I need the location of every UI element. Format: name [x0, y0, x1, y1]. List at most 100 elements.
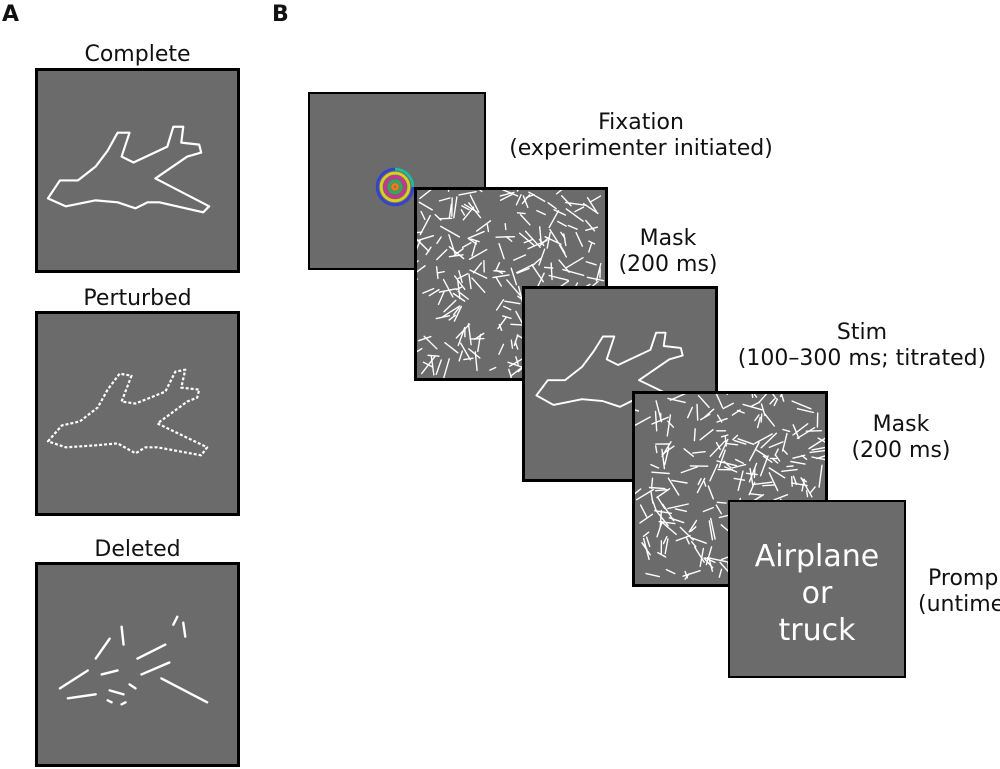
mask-noise-segment — [422, 361, 434, 368]
mask-noise-segment — [818, 464, 823, 488]
mask-noise-segment — [801, 454, 808, 461]
mask-noise-segment — [749, 492, 764, 496]
mask-noise-segment — [565, 256, 584, 269]
mask-noise-segment — [724, 435, 728, 447]
mask-noise-segment — [498, 323, 503, 332]
mask-noise-segment — [455, 285, 464, 291]
fixation-title: Fixation — [598, 110, 684, 135]
mask-noise-segment — [515, 263, 536, 274]
mask-noise-segment — [499, 191, 515, 197]
mask-noise-segment — [742, 403, 763, 411]
mask-noise-segment — [693, 428, 696, 442]
stim-label: Stim (100–300 ms; titrated) — [724, 320, 1000, 372]
mask-noise-segment — [687, 406, 693, 419]
mask-noise-segment — [428, 288, 440, 297]
mask-noise-segment — [805, 430, 823, 432]
mask-noise-segment — [715, 504, 723, 515]
spiral-fixation-icon — [375, 167, 415, 207]
mask-noise-segment — [417, 335, 432, 342]
mask-noise-segment — [781, 432, 788, 452]
mask-noise-segment — [708, 520, 714, 541]
mask-noise-segment — [468, 348, 481, 359]
mask-noise-segment — [588, 243, 593, 253]
mask-noise-segment — [469, 269, 488, 279]
mask-noise-segment — [438, 288, 457, 293]
airplane-complete-outline — [46, 125, 211, 214]
mask-noise-segment — [504, 222, 507, 231]
mask-noise-segment — [582, 202, 599, 215]
mask-noise-segment — [565, 208, 584, 222]
mask-noise-segment — [773, 398, 779, 407]
mask-noise-segment — [723, 466, 738, 473]
mask-noise-segment — [501, 190, 519, 197]
mask-1-title: Mask — [639, 226, 697, 251]
mask-noise-segment — [749, 401, 761, 408]
mask-noise-segment — [805, 489, 809, 498]
perturbed-label: Perturbed — [83, 286, 192, 311]
mask-noise-segment — [697, 395, 710, 409]
mask-noise-segment — [452, 306, 460, 316]
mask-noise-segment — [495, 262, 501, 272]
mask-noise-segment — [489, 366, 497, 371]
mask-noise-segment — [549, 228, 559, 244]
mask-noise-segment — [513, 254, 527, 261]
mask-noise-segment — [574, 206, 585, 213]
mask-noise-segment — [471, 277, 486, 294]
mask-noise-segment — [515, 356, 519, 366]
mask-noise-segment — [650, 490, 654, 504]
mask-noise-segment — [419, 190, 432, 200]
mask-noise-segment — [467, 323, 472, 346]
mask-noise-segment — [733, 439, 747, 445]
mask-noise-segment — [442, 278, 454, 298]
mask-noise-segment — [657, 551, 667, 558]
mask-noise-segment — [467, 230, 485, 240]
mask-noise-segment — [501, 315, 512, 320]
mask-noise-segment — [458, 350, 464, 362]
mask-noise-segment — [417, 260, 419, 263]
mask-noise-segment — [422, 287, 435, 294]
mask-noise-segment — [760, 403, 766, 417]
mask-noise-segment — [585, 261, 597, 266]
mask-noise-segment — [684, 573, 690, 580]
mask-noise-segment — [444, 341, 459, 354]
mask-noise-segment — [760, 413, 763, 423]
mask-noise-segment — [796, 427, 816, 439]
mask-noise-segment — [430, 354, 435, 376]
mask-2-subtitle: (200 ms) — [851, 438, 951, 463]
mask-noise-segment — [709, 463, 719, 482]
mask-noise-segment — [437, 291, 445, 306]
mask-noise-segment — [758, 394, 768, 404]
mask-noise-segment — [680, 466, 699, 474]
mask-noise-segment — [817, 437, 825, 443]
mask-noise-segment — [654, 410, 658, 432]
mask-noise-segment — [691, 537, 707, 544]
mask-noise-segment — [506, 279, 521, 296]
mask-noise-segment — [661, 441, 672, 458]
mask-noise-segment — [461, 205, 470, 211]
mask-noise-segment — [473, 332, 485, 340]
mask-noise-segment — [667, 477, 680, 496]
mask-noise-segment — [504, 300, 521, 305]
mask-noise-segment — [453, 196, 458, 219]
mask-noise-segment — [555, 190, 563, 195]
mask-noise-segment — [782, 449, 788, 455]
fixation-label: Fixation (experimenter initiated) — [496, 110, 786, 162]
mask-noise-segment — [716, 501, 727, 504]
mask-noise-segment — [522, 195, 529, 209]
mask-noise-segment — [471, 240, 477, 257]
mask-noise-segment — [709, 517, 716, 540]
mask-noise-segment — [478, 190, 483, 193]
mask-noise-segment — [786, 465, 794, 468]
mask-noise-segment — [436, 249, 448, 261]
mask-noise-segment — [515, 194, 522, 206]
mask-noise-segment — [585, 226, 599, 231]
mask-noise-segment — [516, 212, 526, 215]
panel-b-letter: B — [272, 2, 289, 27]
mask-noise-segment — [762, 455, 773, 463]
mask-noise-segment — [748, 462, 758, 483]
perturbed-stimulus — [35, 311, 240, 516]
mask-noise-segment — [688, 519, 698, 533]
mask-noise-segment — [718, 568, 723, 578]
mask-noise-segment — [468, 248, 488, 260]
mask-noise-segment — [539, 226, 542, 243]
